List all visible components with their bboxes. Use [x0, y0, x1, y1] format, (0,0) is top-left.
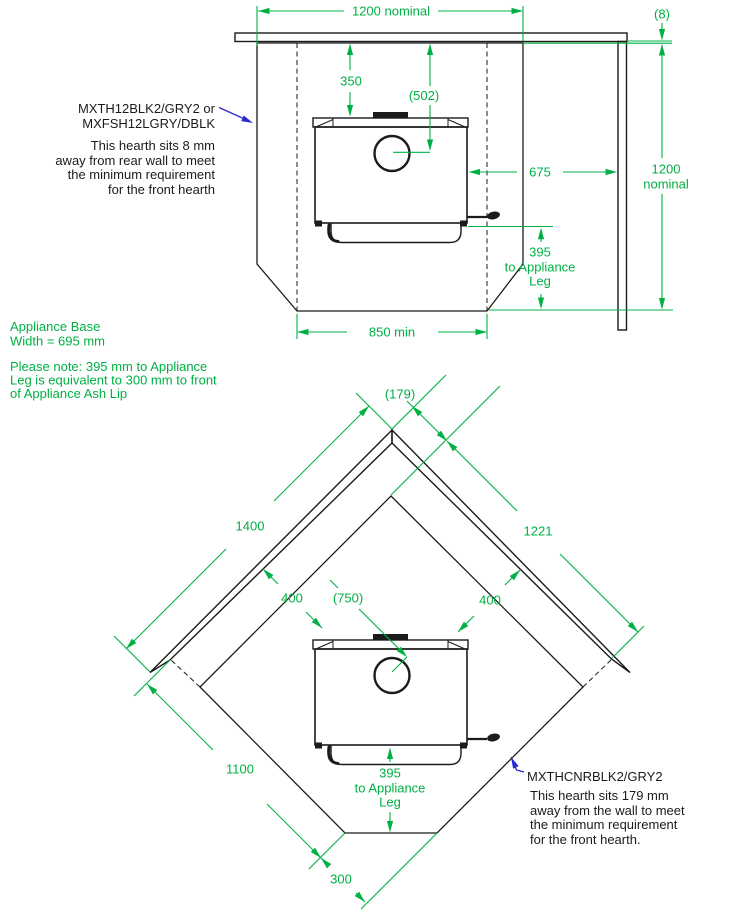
corner-model-text: MXTHCNRBLK2/GRY2	[527, 769, 663, 784]
dim-flue-distance: (750)	[329, 579, 410, 673]
ash-lip	[330, 745, 462, 766]
dim-wall-to-flue-text: (502)	[409, 88, 439, 103]
dim-front-to-leg: 395 to Appliance Leg	[468, 225, 576, 309]
stove-top-view	[312, 112, 500, 244]
dim-corner-gap: (179)	[385, 374, 501, 496]
corner-note-line1: This hearth sits 179 mm	[530, 788, 669, 803]
hearth-outline	[256, 42, 524, 312]
stove-top-plate	[312, 117, 469, 128]
dim-stove-to-side-wall-text: 675	[529, 165, 551, 180]
top-plate-detail	[316, 640, 465, 649]
corner-note: This hearth sits 179 mm away from the wa…	[530, 788, 685, 847]
corner-stove-top-view	[312, 634, 500, 766]
dim-hearth-depth-text2: nominal	[643, 177, 689, 192]
dim-front-chamfer: 300	[318, 832, 438, 910]
hearth-edge-hidden-left	[170, 659, 201, 688]
corner-hearth-outline	[199, 495, 584, 834]
dim-right-wall: 1221	[444, 438, 645, 659]
straight-wall-diagram: 1200 nominal (8) 350 (502) 675	[55, 4, 689, 340]
corner-note-line3: the minimum requirement	[530, 817, 678, 832]
stove-body	[314, 126, 468, 224]
appliance-base-line2: Width = 695 mm	[10, 334, 105, 349]
stove-leg	[327, 223, 340, 243]
dim-corner-front-to-leg-text1: 395	[379, 766, 401, 781]
corner-wall-right	[391, 428, 631, 674]
please-note-line2: Leg is equivalent to 300 mm to front	[10, 373, 217, 388]
dim-right-wall-text: 1221	[524, 524, 553, 539]
dim-wall-to-flue: (502)	[393, 43, 439, 153]
hearth-edge-hidden-right	[582, 658, 613, 688]
dim-corner-front-to-leg-text2: to Appliance	[355, 781, 426, 796]
stove-foot-left	[315, 220, 322, 227]
dim-front-to-leg-text1: 395	[529, 245, 551, 260]
please-note-line1: Please note: 395 mm to Appliance	[10, 359, 207, 374]
dim-front-hearth-min-text: 850 min	[369, 325, 415, 340]
top-plate-detail	[316, 118, 465, 127]
door-handle-knob	[487, 733, 500, 742]
dim-front-left-edge: 1100	[133, 659, 346, 870]
dim-left-wall: 1400	[113, 392, 393, 673]
dim-rear-gap: (8)	[523, 7, 672, 44]
leader-arrow-icon	[241, 115, 255, 126]
corner-diagram: (179) 1221 1400 400 400	[113, 374, 685, 910]
dim-hearth-width-text: 1200 nominal	[352, 4, 430, 19]
top-model-label: MXTH12BLK2/GRY2 or MXFSH12LGRY/DBLK	[78, 101, 255, 131]
dim-stove-to-side-wall: 675	[468, 165, 617, 180]
dim-left-wall-text: 1400	[236, 519, 265, 534]
appliance-base-line1: Appliance Base	[10, 319, 100, 334]
dim-corner-gap-text: (179)	[385, 387, 415, 402]
side-wall	[617, 40, 628, 331]
corner-model-label: MXTHCNRBLK2/GRY2	[508, 755, 663, 784]
dim-front-hearth-min: 850 min	[296, 314, 488, 340]
stove-foot-left	[315, 742, 322, 749]
top-note-line1: This hearth sits 8 mm	[91, 138, 215, 153]
stove-foot-right	[460, 742, 467, 749]
top-note-line4: for the front hearth	[108, 182, 215, 197]
dim-flue-distance-text: (750)	[333, 591, 363, 606]
side-notes: Appliance Base Width = 695 mm Please not…	[10, 319, 217, 401]
top-note-line3: the minimum requirement	[68, 167, 216, 182]
dim-corner-front-to-leg-text3: Leg	[379, 795, 401, 810]
model-line1: MXTH12BLK2/GRY2 or	[78, 101, 216, 116]
dim-hearth-depth: 1200 nominal	[489, 44, 689, 311]
corner-wall-left	[149, 428, 393, 674]
dim-front-left-edge-text: 1100	[226, 762, 254, 777]
dim-rear-gap-text: (8)	[654, 7, 670, 22]
stove-foot-right	[460, 220, 467, 227]
stove-top-plate	[312, 639, 469, 650]
stove-body	[314, 648, 468, 746]
dim-hearth-width: 1200 nominal	[256, 4, 524, 46]
ash-lip	[330, 223, 462, 244]
dim-wall-to-stove: 350	[340, 43, 362, 117]
corner-note-line4: for the front hearth.	[530, 832, 641, 847]
top-note: This hearth sits 8 mm away from rear wal…	[55, 138, 215, 197]
dim-front-to-leg-text3: Leg	[529, 274, 551, 289]
dim-right-clearance: 400	[455, 567, 523, 635]
dim-left-clearance: 400	[260, 566, 325, 631]
door-handle-knob	[487, 211, 500, 220]
dim-left-clearance-text: 400	[281, 591, 303, 606]
flue-rear-knockout	[373, 634, 408, 640]
please-note-line3: of Appliance Ash Lip	[10, 386, 127, 401]
top-note-line2: away from rear wall to meet	[55, 153, 215, 168]
flue-collar-circle	[373, 134, 411, 173]
dim-right-clearance-text: 400	[479, 593, 501, 608]
dim-front-chamfer-text: 300	[330, 872, 352, 887]
flue-collar-circle	[373, 656, 411, 695]
flue-rear-knockout	[373, 112, 408, 118]
dim-front-to-leg-text2: to Appliance	[505, 260, 576, 275]
rear-wall	[234, 32, 628, 43]
model-line2: MXFSH12LGRY/DBLK	[82, 116, 215, 131]
dim-hearth-depth-text1: 1200	[652, 162, 681, 177]
corner-note-line2: away from the wall to meet	[530, 803, 685, 818]
leader-arrow-icon	[508, 755, 519, 769]
stove-leg	[327, 745, 340, 765]
dim-wall-to-stove-text: 350	[340, 74, 362, 89]
dim-corner-front-to-leg: 395 to Appliance Leg	[355, 747, 426, 833]
